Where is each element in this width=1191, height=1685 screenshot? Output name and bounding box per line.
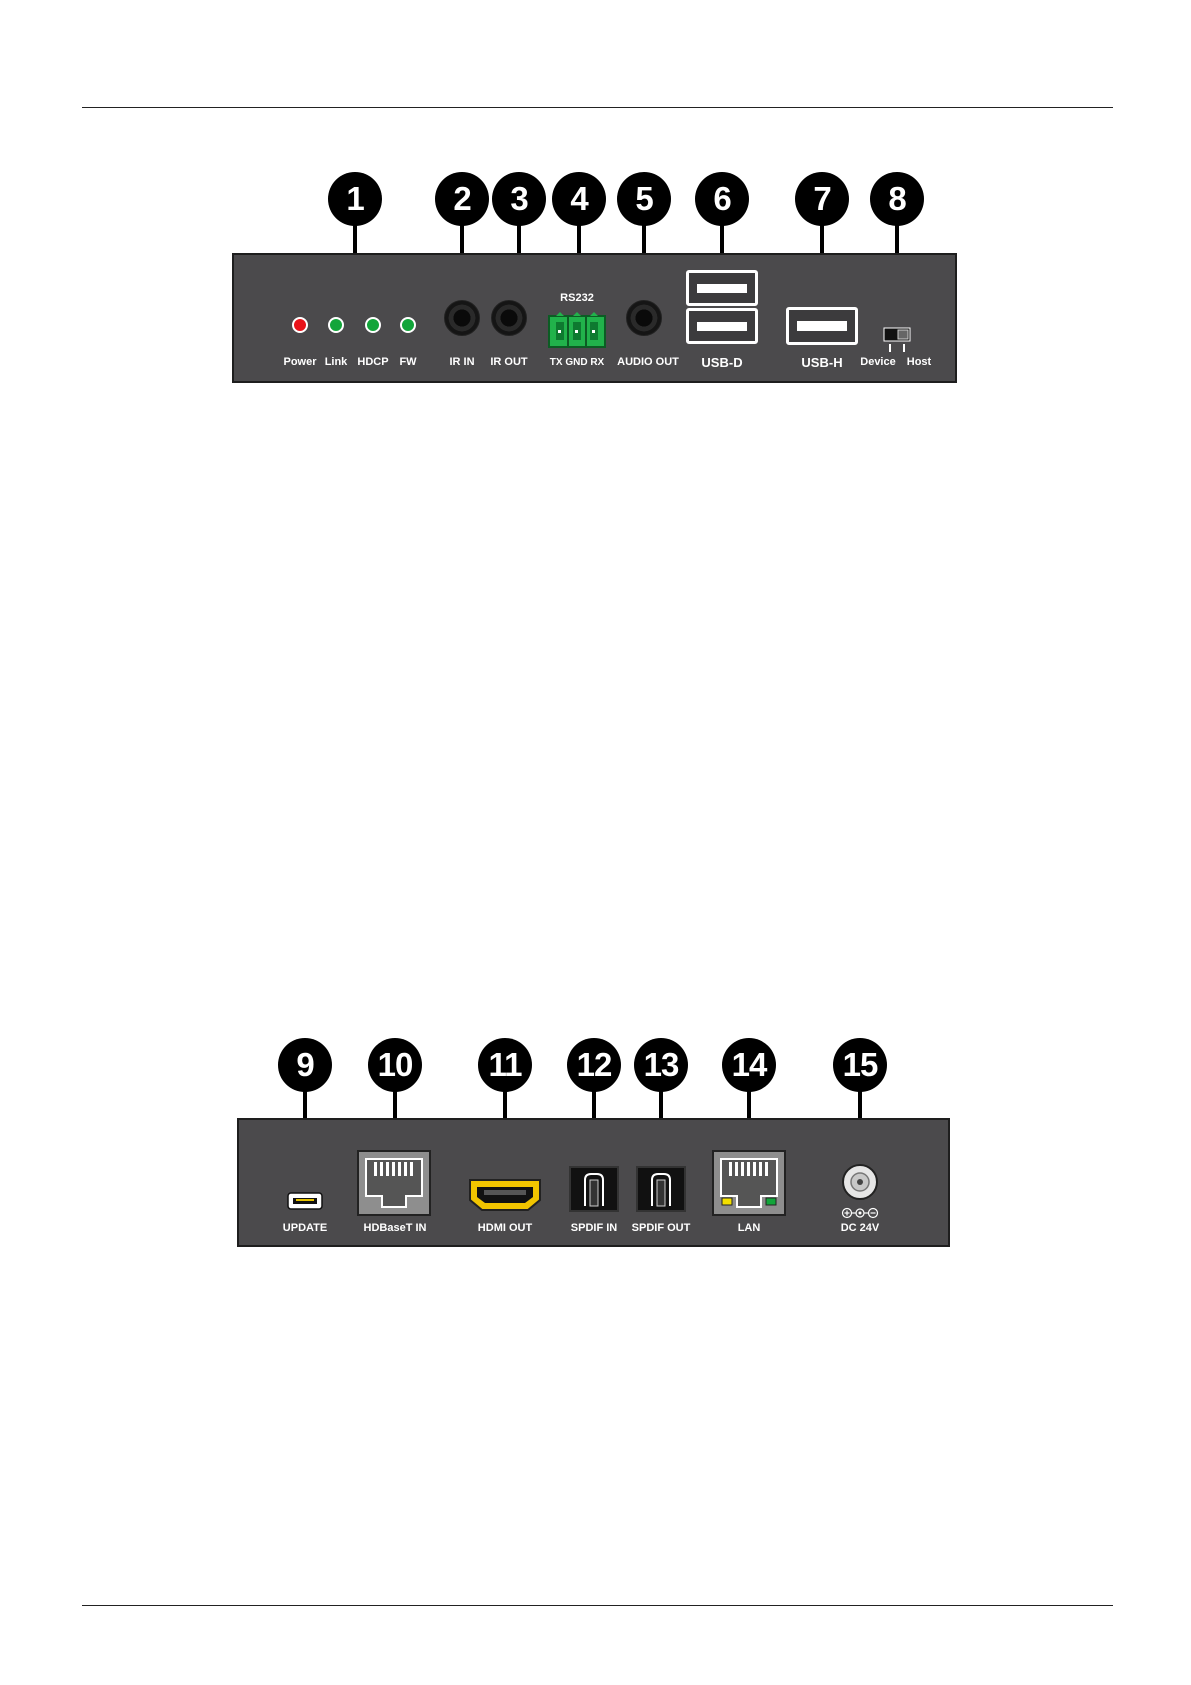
ir-out-jack-icon[interactable] <box>491 300 527 336</box>
micro-usb-icon[interactable] <box>287 1192 323 1210</box>
callout-11: 11 <box>478 1038 532 1092</box>
callout-7: 7 <box>795 172 849 226</box>
label-link: Link <box>325 356 348 368</box>
label-update: UPDATE <box>283 1222 327 1234</box>
callout-1: 1 <box>328 172 382 226</box>
label-hdmi-out: HDMI OUT <box>478 1222 532 1234</box>
hdmi-port-icon[interactable] <box>468 1178 542 1212</box>
label-ir-in: IR IN <box>449 356 474 368</box>
callout-2: 2 <box>435 172 489 226</box>
label-rs232-pins: TX GND RX <box>550 357 604 368</box>
callout-14: 14 <box>722 1038 776 1092</box>
label-ir-out: IR OUT <box>490 356 527 368</box>
label-lan: LAN <box>738 1222 761 1234</box>
callout-3: 3 <box>492 172 546 226</box>
callout-8: 8 <box>870 172 924 226</box>
callout-12: 12 <box>567 1038 621 1092</box>
lan-rj45-port-icon[interactable] <box>712 1150 786 1216</box>
label-spdif-in: SPDIF IN <box>571 1222 617 1234</box>
callout-5: 5 <box>617 172 671 226</box>
top-rule <box>82 107 1113 108</box>
power-led-icon <box>292 317 308 333</box>
label-dc: DC 24V <box>841 1222 880 1234</box>
terminal-block-icon[interactable] <box>548 312 606 348</box>
dc-jack-icon[interactable] <box>841 1163 879 1201</box>
label-device: Device <box>860 356 895 368</box>
callout-10: 10 <box>368 1038 422 1092</box>
polarity-icon <box>841 1207 879 1219</box>
label-rs232: RS232 <box>560 292 594 304</box>
ir-in-jack-icon[interactable] <box>444 300 480 336</box>
label-fw: FW <box>399 356 416 368</box>
label-hdcp: HDCP <box>357 356 388 368</box>
label-hdbaset-in: HDBaseT IN <box>364 1222 427 1234</box>
link-led-icon <box>328 317 344 333</box>
label-usb-h: USB-H <box>801 355 842 370</box>
fw-led-icon <box>400 317 416 333</box>
hdcp-led-icon <box>365 317 381 333</box>
callout-13: 13 <box>634 1038 688 1092</box>
audio-out-jack-icon[interactable] <box>626 300 662 336</box>
callout-15: 15 <box>833 1038 887 1092</box>
spdif-in-optical-port-icon[interactable] <box>569 1166 619 1212</box>
bottom-rule <box>82 1605 1113 1606</box>
callout-6: 6 <box>695 172 749 226</box>
usb-d-port-upper-icon[interactable] <box>686 270 758 306</box>
label-audio-out: AUDIO OUT <box>617 356 679 368</box>
label-power: Power <box>283 356 316 368</box>
callout-9: 9 <box>278 1038 332 1092</box>
device-host-switch-icon[interactable] <box>883 327 911 353</box>
label-host: Host <box>907 356 931 368</box>
label-usb-d: USB-D <box>701 355 742 370</box>
label-spdif-out: SPDIF OUT <box>632 1222 691 1234</box>
usb-d-port-lower-icon[interactable] <box>686 308 758 344</box>
usb-h-port-icon[interactable] <box>786 307 858 345</box>
callout-4: 4 <box>552 172 606 226</box>
spdif-out-optical-port-icon[interactable] <box>636 1166 686 1212</box>
hdbaset-rj45-port-icon[interactable] <box>357 1150 431 1216</box>
